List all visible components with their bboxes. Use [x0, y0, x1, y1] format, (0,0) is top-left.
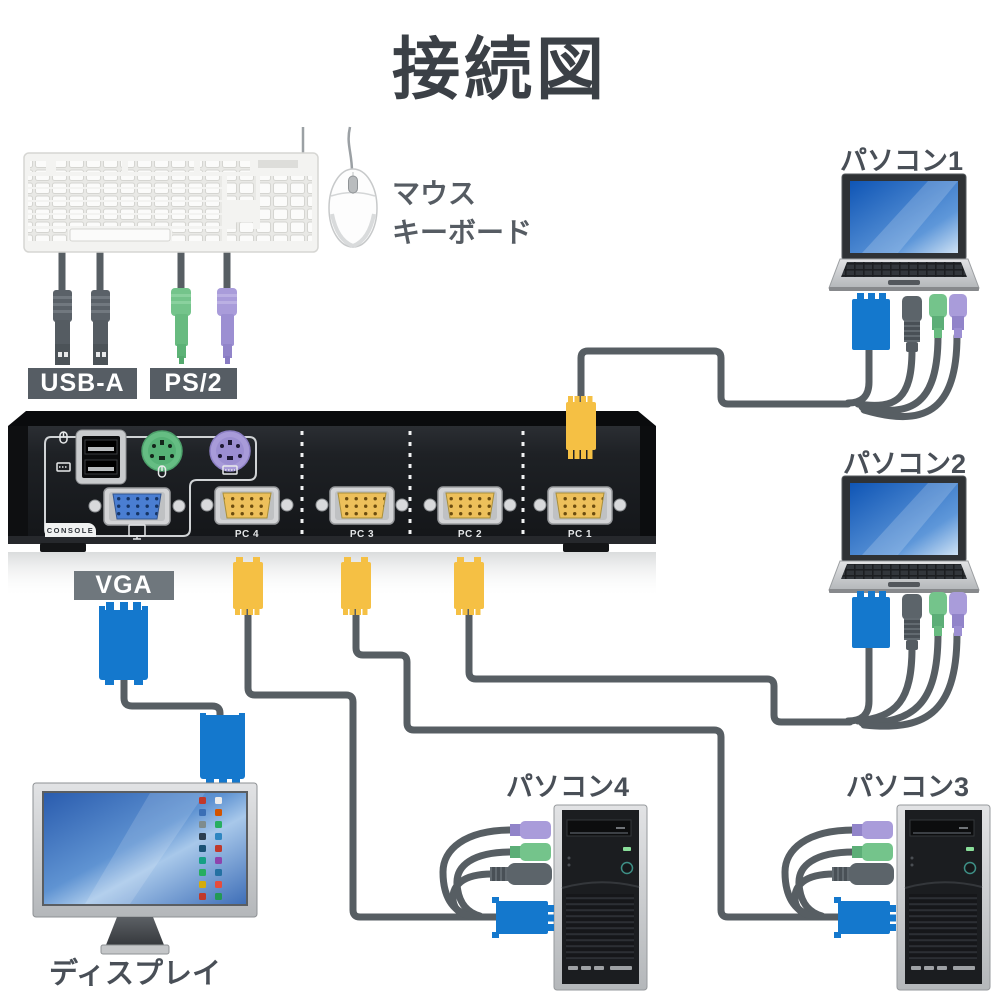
kvm-usb-ports: [75, 429, 127, 485]
pc2-aux-connector: [902, 594, 922, 650]
pc4-aux-connector: [490, 863, 552, 885]
vga-connector-monitor: [200, 713, 245, 785]
cable-pc3-green: [795, 848, 858, 920]
kvm-pc3-port: [315, 486, 409, 525]
cable-pc1-vga: [844, 344, 873, 407]
pc1-ps2-keyboard-connector: [949, 294, 967, 338]
pc3-aux-connector: [832, 863, 894, 885]
cable-pc2-green: [858, 630, 942, 727]
kvm-switch: PC 4 PC 3 PC 2 PC 1: [8, 411, 656, 552]
computer-label-pc2: パソコン2: [843, 449, 967, 479]
usb-connector-1: [53, 290, 72, 365]
cable-console-vga: [120, 676, 224, 720]
cable-pc2-purple: [860, 630, 961, 730]
pc3-port-label: PC 3: [350, 529, 374, 540]
kvm-cable-connector-pc2: [454, 557, 484, 615]
computer-label-pc3: パソコン3: [846, 772, 970, 802]
kvm-cable-connector-pc1: [566, 396, 596, 459]
cable-pc2-gray: [854, 644, 916, 725]
tower-pc4: [553, 804, 648, 991]
pc4-port-label: PC 4: [235, 529, 259, 540]
keyboard-device: [23, 152, 319, 253]
mouse-label: マウス: [392, 178, 477, 209]
kvm-pc4-port: [200, 486, 294, 525]
kvm-console-vga-port: [88, 487, 186, 526]
cable-pc1-purple: [860, 332, 961, 420]
desktop-icons: [199, 797, 222, 900]
console-label: CONSOLE: [45, 523, 96, 537]
cable-pc1-green: [858, 332, 942, 414]
cable-pc4-purple: [439, 826, 516, 920]
kvm-cables: [58, 246, 961, 921]
keyboard-icon: [56, 462, 71, 472]
ps2-keyboard-connector: [217, 288, 237, 364]
laptop-pc2: [828, 475, 980, 593]
pc1-ps2-mouse-connector: [929, 294, 947, 338]
vga-connector-console: [99, 602, 148, 685]
pc1-port-label: PC 1: [568, 529, 592, 540]
cable-pc4-green: [453, 848, 516, 920]
kvm-pc1-port: [533, 486, 627, 525]
pc2-vga-connector: [852, 591, 890, 648]
display-label: ディスプレイ: [49, 958, 221, 990]
pc4-ps2-mouse-connector: [510, 843, 551, 861]
vga-badge: VGA: [74, 571, 174, 600]
pc4-ps2-keyboard-connector: [510, 821, 551, 839]
tower-pc3: [896, 804, 991, 991]
pc1-vga-connector: [852, 293, 890, 350]
pc1-aux-connector: [902, 296, 922, 352]
kvm-ps2-mouse-port: [141, 430, 183, 472]
page-title: 接続図: [391, 32, 608, 108]
cable-pc1: [577, 347, 852, 408]
mouse-icon: [157, 465, 167, 478]
ps2-mouse-connector: [171, 288, 191, 364]
cable-pc3-purple: [781, 826, 858, 920]
pc4-vga-connector: [492, 897, 554, 938]
kvm-pc2-port: [423, 486, 517, 525]
kvm-cable-connector-pc3: [341, 557, 371, 615]
usb-a-badge: USB-A: [28, 368, 137, 399]
computer-label-pc4: パソコン4: [506, 772, 630, 802]
computer-label-pc1: パソコン1: [840, 146, 964, 176]
mouse-device: [328, 168, 378, 248]
usb-connector-2: [91, 290, 110, 365]
pc3-vga-connector: [834, 897, 896, 938]
mouse-wheel: [348, 175, 358, 194]
monitor-icon: [128, 524, 146, 540]
cable-pc3: [352, 608, 844, 921]
pc2-ps2-keyboard-connector: [949, 592, 967, 636]
kvm-cable-connector-pc4: [233, 557, 263, 615]
monitor-device: [32, 782, 258, 955]
cable-pc4: [244, 608, 501, 921]
cable-pc2: [465, 608, 854, 726]
pc3-ps2-keyboard-connector: [852, 821, 893, 839]
pc3-ps2-mouse-connector: [852, 843, 893, 861]
mouse-cord: [347, 126, 354, 173]
monitor-stand: [106, 917, 164, 945]
kvm-ps2-keyboard-port: [209, 430, 251, 472]
pc2-ps2-mouse-connector: [929, 592, 947, 636]
laptop-pc1: [828, 173, 980, 291]
cable-pc2-vga: [844, 642, 873, 725]
monitor-base: [100, 944, 170, 955]
ps2-badge: PS/2: [150, 368, 237, 399]
keyboard-label: キーボード: [392, 217, 533, 248]
keyboard-icon: [222, 465, 238, 475]
mouse-icon: [59, 431, 68, 444]
pc2-port-label: PC 2: [458, 529, 482, 540]
